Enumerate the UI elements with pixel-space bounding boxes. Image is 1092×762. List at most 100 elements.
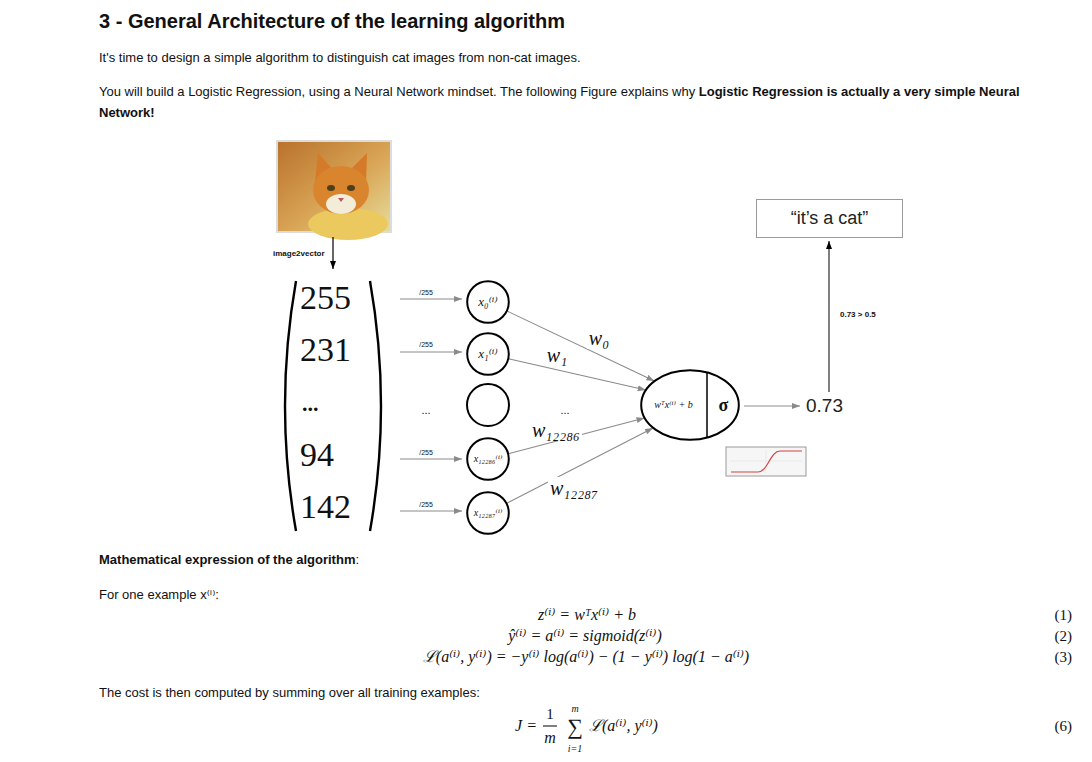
text-block: w₁₂₂₈₇ bbox=[548, 477, 600, 499]
ellipsis: ... bbox=[302, 391, 319, 416]
neuron-part: σ bbox=[707, 369, 740, 441]
text-block: /255 bbox=[419, 280, 433, 299]
decision-arrow bbox=[829, 241, 830, 392]
threshold-label: 0.73 > 0.5 bbox=[840, 310, 876, 319]
text-block: (2) bbox=[1055, 626, 1073, 645]
text-block: ℒ(a⁽ⁱ⁾, y⁽ⁱ⁾) = −y⁽ⁱ⁾ log(a⁽ⁱ⁾) − (1 − y… bbox=[423, 647, 749, 666]
weight-connector bbox=[508, 418, 644, 454]
input-symbol: x₁₂₂₈₇⁽ⁱ⁾ bbox=[474, 507, 503, 519]
text-block: Mathematical expression of the algorithm… bbox=[99, 549, 359, 570]
neuron-divider bbox=[706, 372, 708, 437]
equation: z⁽ⁱ⁾ = wᵀx⁽ⁱ⁾ + b bbox=[538, 606, 636, 623]
activation-symbol: σ bbox=[719, 395, 729, 416]
text-block: 0.73 bbox=[806, 395, 843, 418]
input-node: x₀⁽ⁱ⁾ bbox=[466, 280, 510, 324]
output-value: 0.73 bbox=[806, 395, 843, 416]
scale-arrow bbox=[400, 352, 462, 353]
section-label: Mathematical expression of the algorithm bbox=[99, 552, 355, 567]
cat-head bbox=[313, 166, 369, 214]
fraction-numerator: 1 bbox=[546, 706, 554, 722]
text-block: (6) bbox=[1055, 716, 1073, 735]
weight-label: w₀ bbox=[587, 327, 611, 349]
bracket bbox=[370, 281, 381, 531]
input-circle bbox=[467, 333, 509, 375]
bracket bbox=[285, 281, 296, 531]
equation-number: (1) bbox=[1055, 607, 1073, 623]
weight-connector bbox=[507, 311, 654, 381]
sum-sign: ∑ bbox=[567, 714, 583, 739]
fraction-denominator: m bbox=[544, 729, 556, 746]
text-block: ∑ bbox=[567, 716, 583, 738]
page-title: 3 - General Architecture of the learning… bbox=[99, 9, 565, 33]
text-block: /255 bbox=[419, 440, 433, 459]
text-block: m bbox=[571, 697, 578, 716]
weight-label: w₁₂₂₈₇ bbox=[548, 477, 600, 499]
cat-eye bbox=[347, 185, 355, 191]
intro-text: You will build a Logistic Regression, us… bbox=[99, 84, 695, 99]
equation: ℒ(a⁽ⁱ⁾, y⁽ⁱ⁾) bbox=[589, 717, 658, 734]
linear-term: wᵀx⁽ⁱ⁾ + b bbox=[654, 399, 693, 411]
neuron-outline bbox=[641, 370, 739, 440]
ellipsis: ... bbox=[421, 404, 430, 416]
text-block: For one example x⁽ⁱ⁾: bbox=[99, 584, 219, 605]
input-circle bbox=[467, 281, 509, 323]
text-block: w₁₂₂₈₆ bbox=[530, 419, 582, 441]
text-block: /255 bbox=[419, 332, 433, 351]
input-symbol: x₁₂₂₈₆⁽ⁱ⁾ bbox=[474, 453, 503, 465]
step-label: image2vector bbox=[273, 249, 325, 258]
text-block: ... bbox=[302, 391, 319, 417]
neuron-part: wᵀx⁽ⁱ⁾ + b bbox=[640, 369, 707, 441]
text-block: ŷ⁽ⁱ⁾ = a⁽ⁱ⁾ = sigmoid(z⁽ⁱ⁾) bbox=[508, 626, 661, 645]
text-block: ... bbox=[421, 399, 430, 418]
body-text: For one example x⁽ⁱ⁾: bbox=[99, 587, 219, 602]
scale-arrow bbox=[400, 459, 462, 460]
input-circle bbox=[467, 384, 509, 426]
text-block: You will build a Logistic Regression, us… bbox=[99, 81, 1049, 123]
equation-number: (3) bbox=[1055, 649, 1073, 665]
text-block: i=1 bbox=[568, 737, 583, 756]
weight-connector bbox=[508, 359, 645, 390]
equation-number: (6) bbox=[1055, 718, 1073, 734]
plot-grid bbox=[766, 450, 767, 473]
ellipsis: ... bbox=[560, 404, 569, 416]
scale-arrow bbox=[400, 299, 462, 300]
input-node: x₁⁽ⁱ⁾ bbox=[466, 332, 510, 376]
text-block: w₁ bbox=[545, 344, 569, 366]
weight-label: w₁₂₂₈₆ bbox=[530, 419, 582, 441]
sum-limit: m bbox=[571, 703, 578, 714]
scale-label: /255 bbox=[419, 289, 433, 296]
punctuation: : bbox=[355, 552, 359, 567]
text-block: z⁽ⁱ⁾ = wᵀx⁽ⁱ⁾ + b bbox=[538, 605, 636, 624]
text-block: The cost is then computed by summing ove… bbox=[99, 682, 480, 703]
fraction-bar bbox=[543, 726, 557, 727]
input-node: x₁₂₂₈₇⁽ⁱ⁾ bbox=[466, 491, 510, 535]
equation: ŷ⁽ⁱ⁾ = a⁽ⁱ⁾ = sigmoid(z⁽ⁱ⁾) bbox=[508, 627, 661, 644]
weight-label: w₁ bbox=[545, 344, 569, 366]
text-block: w₀ bbox=[587, 327, 611, 349]
cat-eye bbox=[327, 185, 335, 191]
body-text: The cost is then computed by summing ove… bbox=[99, 685, 480, 700]
text-block: ... bbox=[560, 399, 569, 418]
text-block: It's time to design a simple algorithm t… bbox=[99, 47, 581, 68]
text-block: J = bbox=[515, 716, 537, 735]
text-block: ℒ(a⁽ⁱ⁾, y⁽ⁱ⁾) bbox=[589, 716, 658, 735]
text-block: 1 bbox=[546, 704, 554, 723]
scale-label: /255 bbox=[419, 341, 433, 348]
scale-label: /255 bbox=[419, 449, 433, 456]
text-block: image2vector bbox=[273, 241, 325, 260]
cat-muzzle bbox=[326, 194, 356, 214]
scale-arrow bbox=[400, 511, 462, 512]
text-block: 255 bbox=[300, 278, 351, 319]
prediction-text: “it’s a cat” bbox=[791, 208, 869, 229]
text-block: 231 bbox=[300, 330, 351, 371]
text-block: 94 bbox=[300, 435, 334, 476]
equation: ℒ(a⁽ⁱ⁾, y⁽ⁱ⁾) = −y⁽ⁱ⁾ log(a⁽ⁱ⁾) − (1 − y… bbox=[423, 648, 749, 665]
pixel-value: 231 bbox=[300, 331, 351, 368]
text-block: 0.73 > 0.5 bbox=[840, 302, 876, 321]
output-arrow bbox=[744, 406, 800, 407]
equation: J = bbox=[515, 717, 537, 734]
cat-nose bbox=[338, 198, 344, 202]
